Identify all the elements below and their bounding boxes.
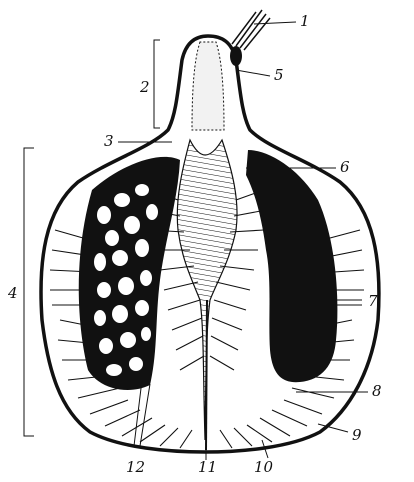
label-2: 2 — [139, 78, 150, 96]
label-6: 6 — [340, 158, 350, 176]
label-9: 9 — [352, 426, 362, 444]
tip-hairs — [232, 10, 270, 50]
bracket-4 — [24, 148, 34, 436]
label-11: 11 — [198, 458, 217, 476]
label-10: 10 — [254, 458, 274, 476]
label-3: 3 — [104, 132, 114, 150]
label-5: 5 — [274, 66, 284, 84]
tip-opening — [230, 46, 242, 66]
neck-tissue — [192, 42, 224, 130]
label-4: 4 — [7, 284, 18, 302]
bracket-2 — [154, 40, 160, 128]
label-7: 7 — [368, 292, 378, 310]
label-8: 8 — [372, 382, 382, 400]
label-1: 1 — [300, 12, 310, 30]
label-12: 12 — [126, 458, 145, 476]
